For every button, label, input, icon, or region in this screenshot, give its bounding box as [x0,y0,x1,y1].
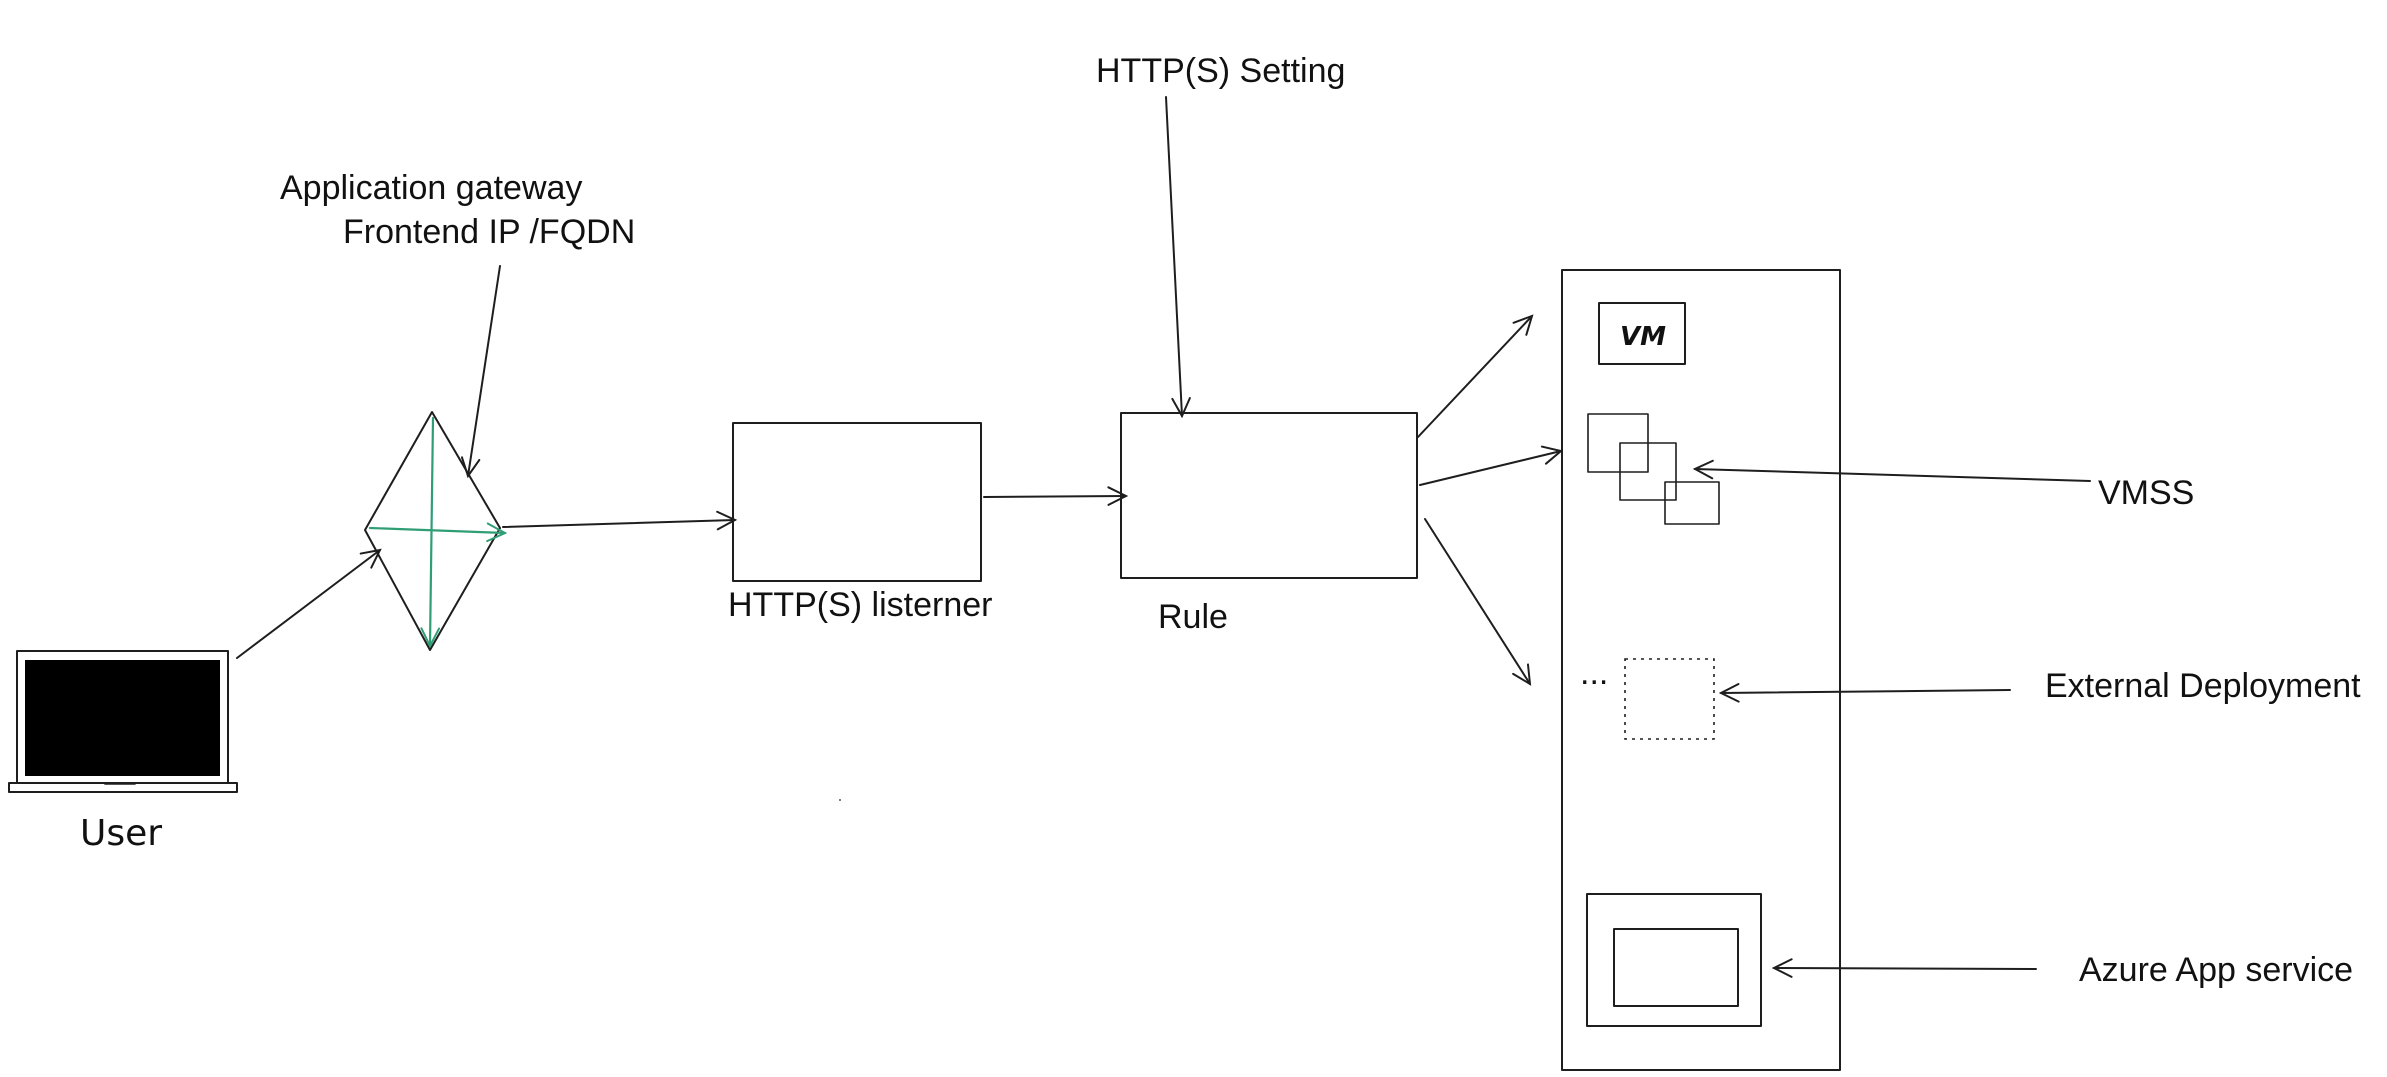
rule-box [1120,412,1418,579]
laptop-screen [25,660,220,776]
external-deployment-pointer-arrow [1721,690,2011,693]
vmss-instance-3 [1664,481,1720,525]
app-service-outer-box [1586,893,1762,1027]
azure-app-service-label: Azure App service [2079,951,2353,989]
stray-dot [839,799,841,801]
vm-box [1598,302,1686,365]
backend-pool-container [1561,269,1841,1071]
rule-to-external-arrow [1424,518,1530,684]
listener-to-rule-arrow [983,496,1126,497]
vmss-instance-2 [1619,442,1677,501]
app-gateway-label-line1: Application gateway [280,169,582,207]
rule-to-vmss-arrow [1419,451,1561,486]
vm-label: VM [1620,322,1666,352]
vmss-icon [1587,413,1720,525]
http-setting-label: HTTP(S) Setting [1096,52,1345,90]
gateway-horizontal-axis [368,528,505,533]
external-deployment-box [1624,658,1715,740]
http-listener-box [732,422,982,582]
gateway-diamond [364,411,501,651]
external-deployment-label: External Deployment [2045,667,2361,705]
http-listener-label: HTTP(S) listerner [728,586,992,624]
rule-to-vm-arrow [1417,316,1532,438]
gateway-to-listener-arrow [502,520,735,527]
app-gateway-label-line2: Frontend IP /FQDN [343,213,635,251]
ellipsis-label: ... [1580,654,1608,692]
user-to-gateway-arrow [236,550,380,659]
app-service-icon [1586,893,1762,1027]
gateway-label-pointer-arrow [468,265,501,476]
rule-label: Rule [1158,598,1228,636]
app-service-pointer-arrow [1774,968,2037,969]
laptop-base [8,782,238,793]
user-label: User [80,813,162,854]
gateway-vertical-axis [430,416,433,646]
application-gateway-icon [364,411,505,651]
app-service-inner-box [1613,928,1739,1007]
vmss-pointer-arrow [1695,469,2091,482]
user-laptop-icon [8,650,238,793]
vmss-label: VMSS [2098,474,2194,512]
http-setting-pointer-arrow [1165,96,1182,416]
